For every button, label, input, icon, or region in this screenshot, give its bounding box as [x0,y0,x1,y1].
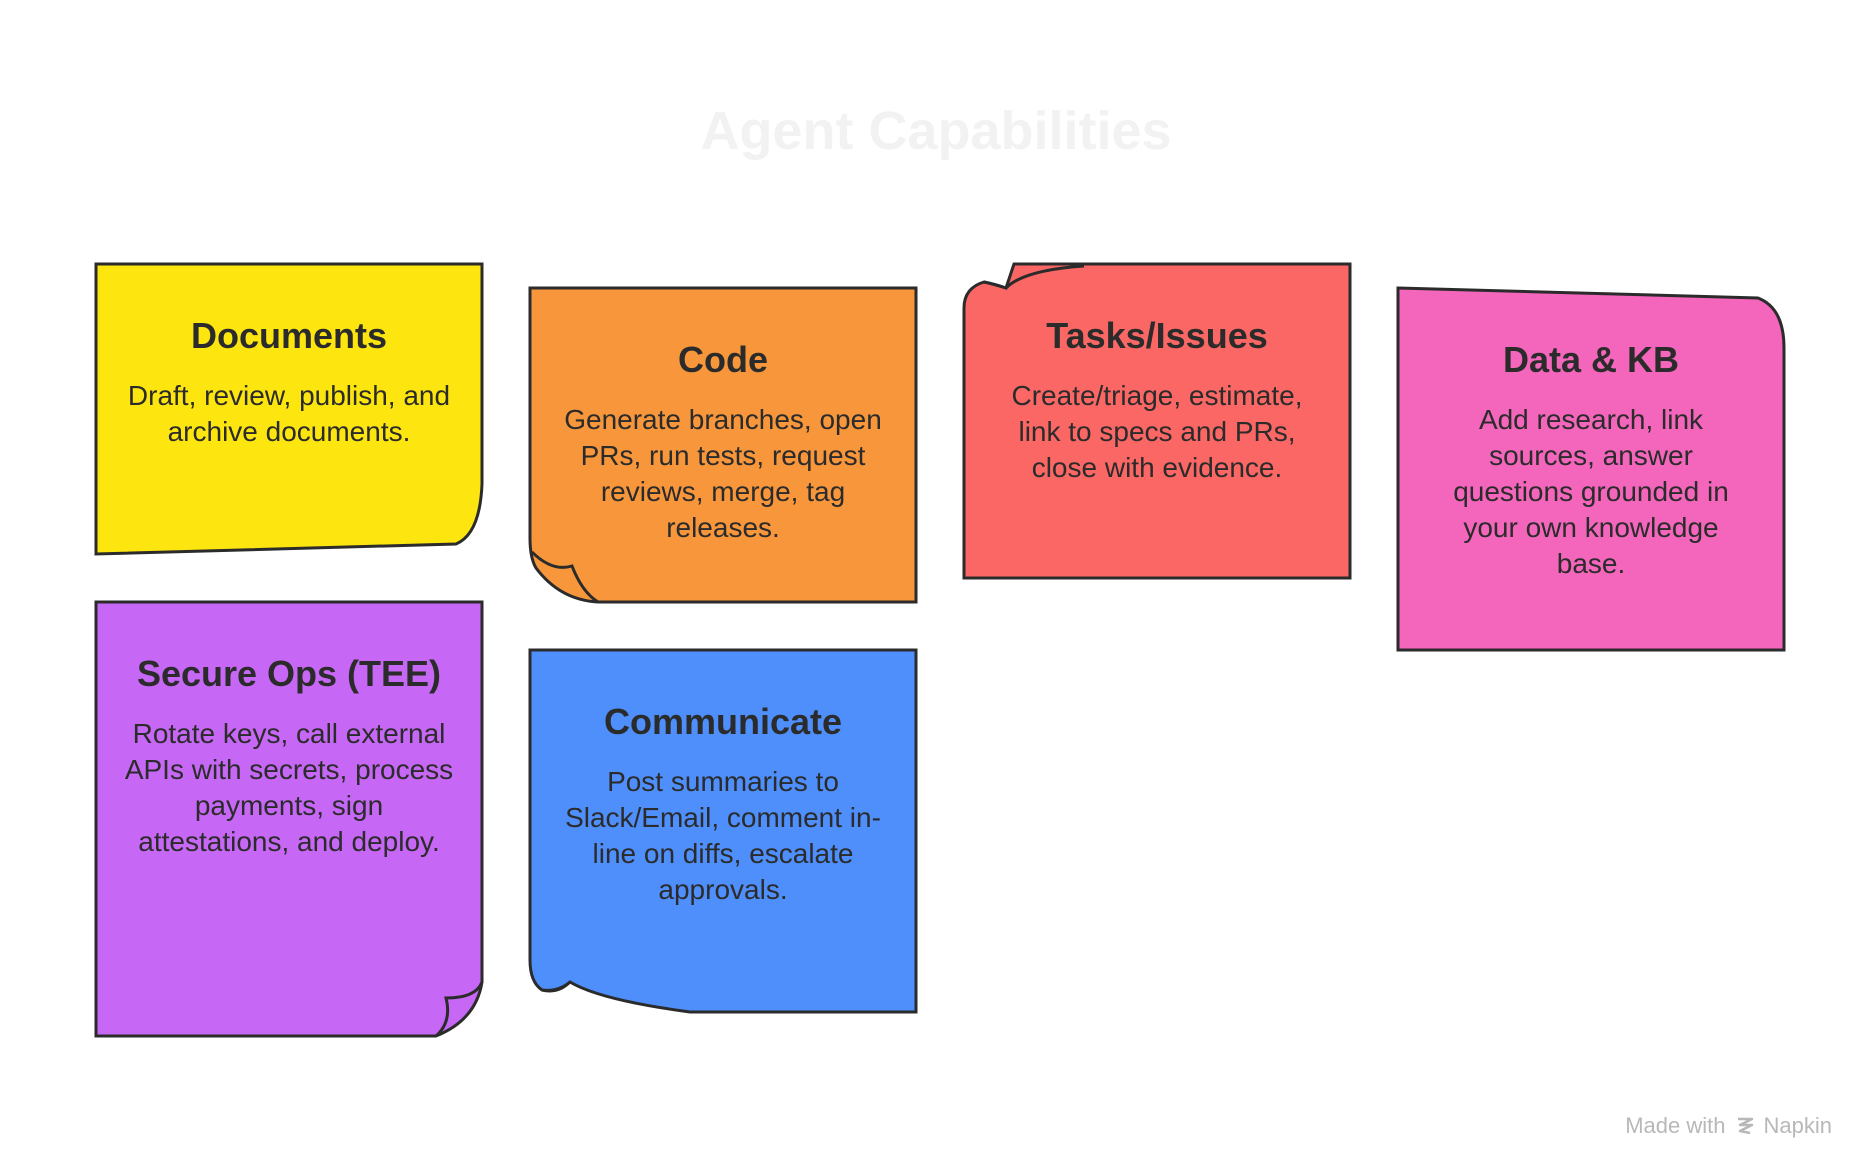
card-tasks-issues-description: Create/triage, estimate, link to specs a… [1011,380,1303,483]
card-code-shape [528,286,918,604]
card-communicate: Communicate Post summaries to Slack/Emai… [528,648,918,1014]
card-secure-ops-shape [94,600,484,1038]
card-data-kb-shape [1396,286,1786,652]
napkin-logo-icon [1737,1117,1753,1135]
card-communicate-heading: Communicate [603,701,843,742]
card-code: Code Generate branches, open PRs, run te… [528,286,918,604]
card-documents-shape [94,262,484,556]
card-tasks-issues-shape [962,262,1352,580]
card-secure-ops: Secure Ops (TEE) Rotate keys, call exter… [94,600,484,1038]
card-data-kb-heading: Data & KB [1502,339,1680,380]
diagram-title: Agent Capabilities [700,101,1172,161]
footer-brand: Napkin [1763,1113,1832,1138]
card-data-kb-description: Add research, link sources, answer quest… [1453,404,1729,579]
card-communicate-shape [528,648,918,1014]
card-documents-heading: Documents [190,315,388,356]
card-data-kb: Data & KB Add research, link sources, an… [1396,286,1786,652]
footer-attribution[interactable]: Made with Napkin [1625,1113,1832,1139]
card-secure-ops-description: Rotate keys, call external APIs with sec… [124,718,454,857]
card-tasks-issues: Tasks/Issues Create/triage, estimate, li… [962,262,1352,580]
card-code-description: Generate branches, open PRs, run tests, … [564,404,882,543]
card-code-heading: Code [678,339,768,380]
card-documents: Documents Draft, review, publish, and ar… [94,262,484,556]
card-documents-description: Draft, review, publish, and archive docu… [127,380,451,447]
card-secure-ops-heading: Secure Ops (TEE) [136,653,442,694]
card-tasks-issues-heading: Tasks/Issues [1046,315,1268,356]
card-communicate-description: Post summaries to Slack/Email, comment i… [565,766,881,905]
footer-made-with: Made with [1625,1113,1726,1138]
